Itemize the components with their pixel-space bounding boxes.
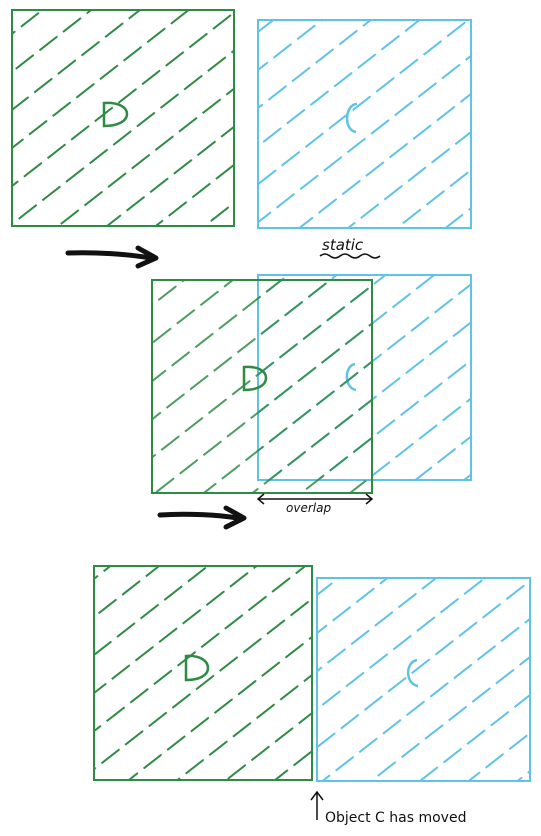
object-c-label-shape	[406, 658, 419, 688]
panel-2: C D overlap	[151, 274, 472, 515]
static-note: static	[319, 236, 381, 259]
object-d-label-shape	[184, 654, 210, 682]
up-arrow-icon	[310, 790, 324, 820]
panel-3: D C	[93, 565, 531, 782]
moved-caption: Object C has moved	[325, 810, 466, 826]
right-arrow-icon	[65, 245, 159, 269]
object-d-label-shape	[102, 101, 129, 128]
object-c-box	[316, 577, 531, 782]
overlap-bracket	[256, 493, 374, 505]
object-c-box	[257, 19, 472, 229]
panel-1: D C	[11, 9, 472, 229]
static-label: static	[322, 236, 364, 254]
object-c-label-shape	[345, 102, 358, 134]
right-arrow-icon	[157, 505, 247, 530]
object-d-box	[11, 9, 235, 227]
object-d-label-shape	[242, 365, 268, 392]
object-d-box	[93, 565, 313, 781]
static-underline	[319, 253, 381, 259]
overlap-label: overlap	[286, 501, 331, 515]
